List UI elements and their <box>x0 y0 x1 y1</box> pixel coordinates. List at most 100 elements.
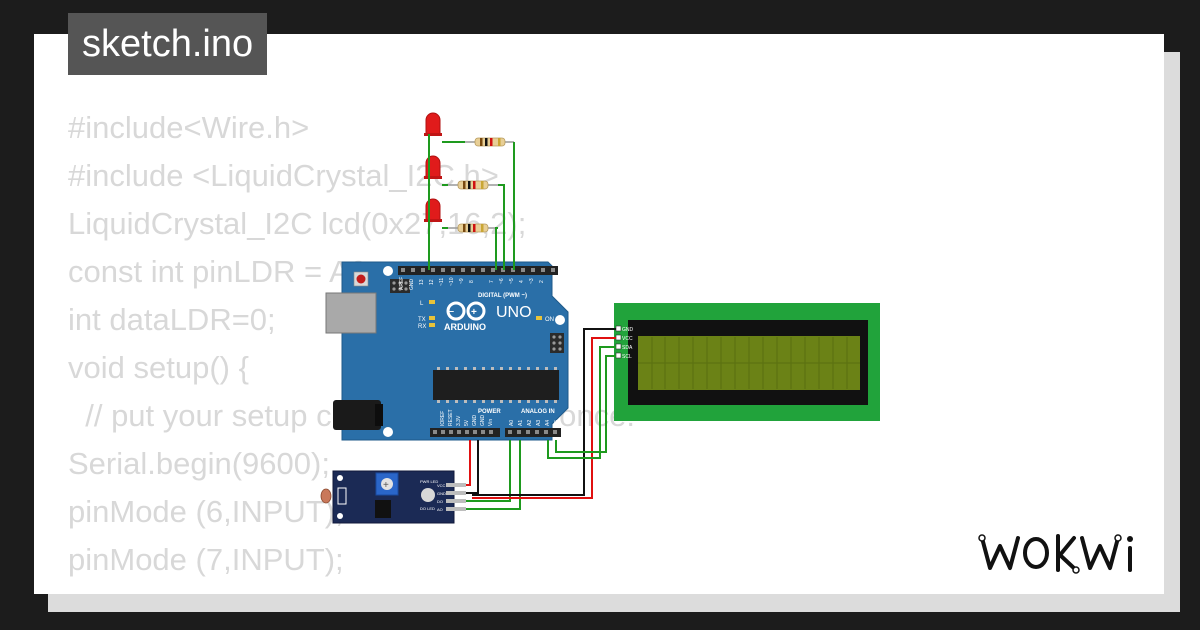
usb-port <box>325 292 377 334</box>
lcd-pin-label: GND <box>622 327 634 333</box>
led-red-1[interactable] <box>424 112 442 136</box>
pin-label-5: ~5 <box>509 278 515 284</box>
chip-pins <box>437 367 557 403</box>
mounting-hole <box>383 427 393 437</box>
pin-label-6: ~6 <box>499 278 505 284</box>
pin-label-3: ~3 <box>529 278 535 284</box>
code-line: #include <LiquidCrystal_I2C.h> <box>68 158 499 193</box>
analog-header <box>505 428 561 437</box>
reset-button-cap <box>356 274 366 284</box>
pin-label-3v3: 3.3V <box>456 415 462 426</box>
power-header-label: POWER <box>478 409 501 415</box>
pin-label-a4: A4 <box>545 420 551 426</box>
pin-label-12: 12 <box>429 279 435 285</box>
atmega-chip <box>433 370 559 400</box>
pin-label-a0: A0 <box>509 420 515 426</box>
resistor-1[interactable] <box>465 137 514 147</box>
arduino-infinity-logo <box>446 301 486 321</box>
bottom-header-pins <box>433 430 557 434</box>
potentiometer-knob <box>381 478 393 490</box>
code-line: #include<Wire.h> <box>68 110 310 145</box>
board-model: UNO <box>496 304 532 321</box>
wire-lcd-vcc <box>472 337 616 499</box>
pin-label-7: 7 <box>489 280 495 283</box>
led-label-tx: TX <box>418 317 426 323</box>
pin-label-gnd-2: GND <box>480 415 486 427</box>
analog-header-label: ANALOG IN <box>521 409 555 415</box>
power-jack-tip <box>375 404 383 426</box>
code-line: Serial.begin(9600); <box>68 446 330 481</box>
ldr-sensor-module[interactable]: + PWR LED DO LED VCC GND DO AO <box>320 470 466 524</box>
pin-label-aref: AREF <box>399 277 405 290</box>
mounting-hole <box>555 315 565 325</box>
wokwi-logo <box>978 534 1133 574</box>
digital-header <box>398 266 558 275</box>
pin-label-gnd-1: GND <box>472 415 478 427</box>
pin-label-13: 13 <box>419 279 425 285</box>
wire-resistor2-pin <box>498 184 505 270</box>
led-red-3[interactable] <box>424 198 442 222</box>
code-line: pinMode (7,INPUT); <box>68 542 344 577</box>
pin-label-5v: 5V <box>464 419 470 426</box>
pin-label-gnd: GND <box>409 279 415 291</box>
pin-label-2: 2 <box>539 280 545 283</box>
wire-lcd-sda <box>547 346 616 459</box>
minus-glyph: – <box>449 306 454 316</box>
code-line: int dataLDR=0; <box>68 302 276 337</box>
photoresistor-icon <box>320 488 332 504</box>
pin-label-reset: RESET <box>448 409 454 426</box>
code-line: pinMode (8,INPUT); <box>68 584 635 594</box>
wire-lcd-scl <box>555 355 616 453</box>
icsp-header <box>390 279 410 293</box>
lcd-pin-label: VCC <box>622 336 633 342</box>
led-rx-indicator <box>429 323 435 327</box>
arduino-uno-board[interactable]: AREF GND 13 12 ~11 ~10 ~9 8 7 ~6 ~5 4 ~3… <box>325 261 569 441</box>
led-on-indicator <box>536 316 542 320</box>
sensor-pins <box>446 483 466 511</box>
board-brand: ARDUINO <box>444 322 486 332</box>
resistor-2[interactable] <box>448 180 498 190</box>
wires <box>428 134 616 510</box>
pin-label-8: 8 <box>469 280 475 283</box>
code-line: void setup() { <box>68 350 249 385</box>
pin-label-vin: Vin <box>488 419 494 426</box>
pin-label-10: ~10 <box>449 277 455 286</box>
led-label-l: L <box>420 301 424 307</box>
pin-label-a5: A5 <box>554 420 560 426</box>
icsp-header-2 <box>550 333 564 353</box>
led-tx-indicator <box>429 316 435 320</box>
sensor-pin-label: AO <box>437 507 443 512</box>
led-l-indicator <box>429 300 435 304</box>
code-preview: #include<Wire.h> #include <LiquidCrystal… <box>68 104 635 594</box>
pin-label-ioref: IOREF <box>440 411 446 426</box>
led-label-rx: RX <box>418 324 426 330</box>
sensor-pin-label: DO <box>437 499 443 504</box>
plus-glyph: + <box>471 307 477 318</box>
mounting-hole <box>383 266 393 276</box>
pin-label-4: 4 <box>519 280 525 283</box>
code-line: const int pinLDR = A0; <box>68 254 376 289</box>
wire-resistor3-pin <box>495 227 498 270</box>
wire-lcd-gnd <box>472 328 616 496</box>
code-line: pinMode (6,INPUT); <box>68 494 344 529</box>
digital-header-label: DIGITAL (PWM ~) <box>478 293 527 299</box>
pin-label-9: ~9 <box>459 278 465 284</box>
potentiometer-slot: + <box>383 480 389 491</box>
pin-label-a3: A3 <box>536 420 542 426</box>
lcd-pin-label: SCL <box>622 354 632 360</box>
pin-label-a2: A2 <box>527 420 533 426</box>
led-label-pwr: PWR LED <box>420 479 438 484</box>
led-label-do: DO LED <box>420 506 435 511</box>
wire-sensor-vcc <box>466 440 471 486</box>
preview-card: #include<Wire.h> #include <LiquidCrystal… <box>34 34 1164 594</box>
wire-sensor-ao <box>466 440 521 510</box>
power-jack <box>333 400 381 430</box>
wire-sensor-do <box>466 440 511 502</box>
comparator-chip <box>375 500 391 518</box>
filename-tab: sketch.ino <box>68 13 268 75</box>
resistor-3[interactable] <box>448 223 498 233</box>
wire-sensor-gnd <box>466 440 479 494</box>
led-red-2[interactable] <box>424 155 442 179</box>
lcd-display[interactable]: GND VCC SDA SCL <box>614 303 880 421</box>
